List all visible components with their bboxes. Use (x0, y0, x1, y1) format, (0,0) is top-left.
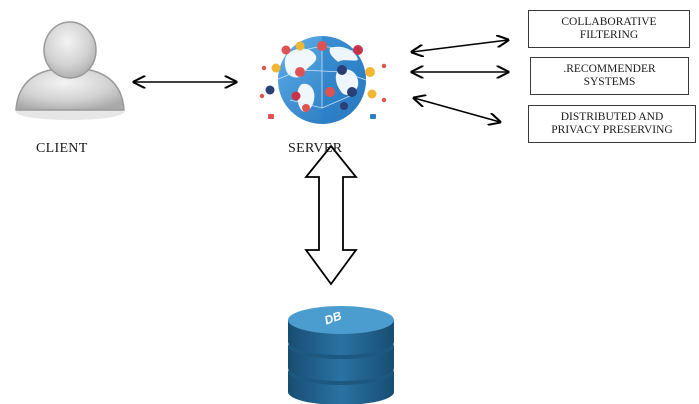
box-line: COLLABORATIVE (561, 16, 657, 28)
box-line: DISTRIBUTED AND (560, 111, 664, 123)
box-line: FILTERING (579, 29, 639, 41)
user-silhouette-icon (15, 21, 125, 120)
world-network-globe-icon (259, 36, 387, 124)
client-label: CLIENT (36, 141, 88, 156)
server-label: SERVER (288, 141, 343, 156)
database-cylinder-icon (288, 306, 394, 404)
server-collaborative-arrow (412, 40, 508, 52)
box-line: .RECOMMENDER (563, 63, 656, 75)
db-label: DB (322, 308, 343, 327)
box-line: PRIVACY PRESERVING (551, 124, 673, 136)
server-db-block-arrow (304, 144, 358, 286)
collaborative-filtering-box: COLLABORATIVE FILTERING (528, 10, 690, 48)
server-distributed-arrow (414, 98, 500, 122)
recommender-systems-box: .RECOMMENDER SYSTEMS (530, 57, 689, 95)
distributed-privacy-box: DISTRIBUTED AND PRIVACY PRESERVING (528, 105, 696, 143)
box-line: SYSTEMS (583, 76, 636, 88)
